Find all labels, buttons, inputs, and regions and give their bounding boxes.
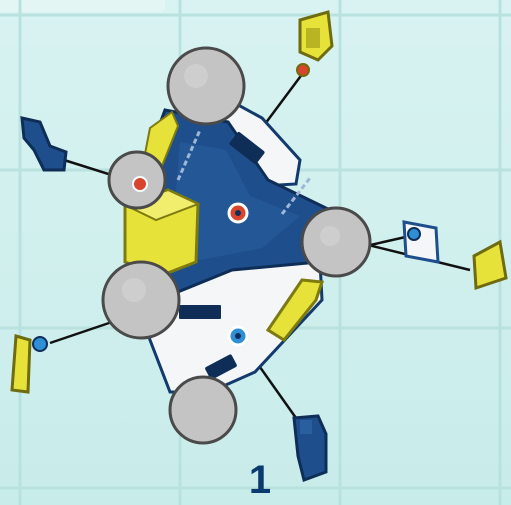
connector-bottom-icon bbox=[294, 416, 326, 480]
clip-right-icon bbox=[404, 222, 438, 262]
wheel-bottom-left bbox=[103, 262, 179, 338]
wheel-top bbox=[168, 48, 244, 124]
red-marker-center-dot bbox=[235, 210, 241, 216]
connector-left-icon bbox=[22, 118, 66, 170]
pin-bottom-left-icon bbox=[12, 336, 47, 392]
leader-line-top-right bbox=[262, 73, 303, 128]
connector-top-right-icon bbox=[297, 12, 332, 76]
step-number: 1 bbox=[236, 458, 284, 502]
clip-far-right-icon bbox=[474, 242, 506, 288]
leader-line-right bbox=[366, 236, 410, 246]
blue-marker-dot bbox=[235, 333, 241, 339]
leader-line-bottom-left bbox=[50, 322, 112, 343]
wheel-bottom bbox=[170, 377, 236, 443]
slot-bottom bbox=[178, 304, 222, 320]
red-marker-left bbox=[133, 177, 147, 191]
